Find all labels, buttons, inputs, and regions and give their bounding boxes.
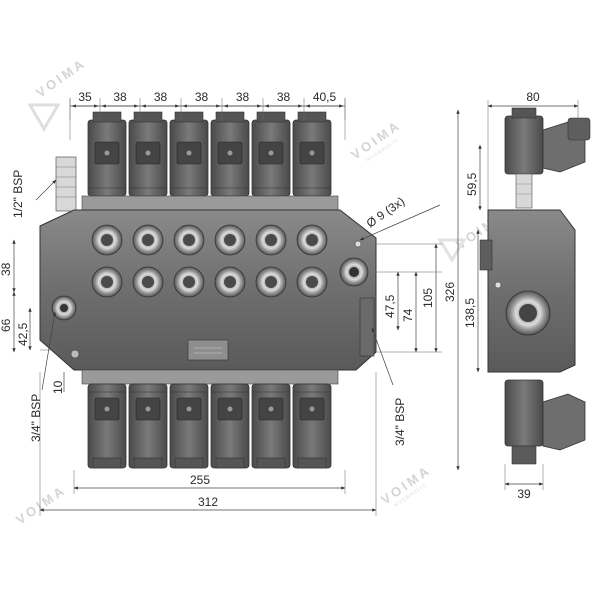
top-solenoid-coils	[87, 111, 332, 197]
side-view	[479, 107, 591, 465]
top-dim-4: 38	[195, 90, 209, 104]
port-2-1	[91, 266, 123, 298]
top-coil-3	[169, 111, 209, 197]
port-2-2	[132, 266, 164, 298]
bottom-spool-caps	[81, 369, 339, 385]
dim-10: 10	[51, 380, 65, 394]
side-top-coil	[504, 115, 544, 175]
side-stem	[515, 173, 533, 209]
small-plug	[70, 349, 80, 359]
watermark-logo-icon	[27, 103, 61, 132]
top-coil-1	[87, 111, 127, 197]
dim-66: 66	[0, 318, 13, 332]
top-port-fitting	[55, 156, 77, 212]
bottom-coil-2	[128, 383, 168, 469]
port-2-5	[255, 266, 287, 298]
port-2-3	[173, 266, 205, 298]
top-coil-5	[251, 111, 291, 197]
dim-47-5: 47,5	[383, 294, 397, 318]
bottom-coil-1	[87, 383, 127, 469]
bottom-solenoid-coils	[87, 383, 332, 469]
bottom-coil-3	[169, 383, 209, 469]
port-2-4	[214, 266, 246, 298]
top-dimension-labels: 35 38 38 38 38 38 40,5	[78, 90, 336, 104]
valve-body	[39, 209, 377, 371]
top-dim-1: 35	[78, 90, 92, 104]
port-1-5	[255, 224, 287, 256]
side-dim-39: 39	[517, 487, 531, 501]
side-bottom-connector	[542, 393, 586, 451]
dim-255: 255	[190, 473, 210, 487]
top-coil-4	[210, 111, 250, 197]
top-coil-2	[128, 111, 168, 197]
port-right-label: 3/4" BSP	[393, 398, 407, 446]
bottom-coil-5	[251, 383, 291, 469]
mounting-hole-right	[339, 257, 369, 287]
port-grid	[91, 224, 328, 298]
port-1-3	[173, 224, 205, 256]
dim-105: 105	[421, 288, 435, 308]
top-dim-7: 40,5	[313, 90, 337, 104]
small-plug	[354, 240, 362, 248]
top-dim-2: 38	[113, 90, 127, 104]
side-dim-59-5: 59,5	[465, 172, 479, 196]
top-dim-5: 38	[236, 90, 250, 104]
top-coil-6	[292, 111, 332, 197]
bottom-coil-6	[292, 383, 332, 469]
right-bracket	[359, 297, 375, 357]
dim-42-5: 42,5	[16, 322, 30, 346]
top-dim-6: 38	[277, 90, 291, 104]
port-1-2	[132, 224, 164, 256]
port-2-6	[296, 266, 328, 298]
port-1-4	[214, 224, 246, 256]
side-bottom-coil	[504, 379, 544, 447]
dimension-lines	[12, 98, 579, 516]
mounting-hole-left	[51, 295, 77, 321]
dim-38-left: 38	[0, 262, 13, 276]
port-left-label: 3/4" BSP	[29, 394, 43, 442]
side-dim-326: 326	[443, 282, 457, 302]
port-top-label: 1/2" BSP	[11, 170, 25, 218]
top-dim-3: 38	[154, 90, 168, 104]
port-1-1	[91, 224, 123, 256]
front-view	[39, 111, 377, 469]
nameplate	[187, 339, 229, 361]
side-dim-138-5: 138,5	[463, 298, 477, 328]
hole-label: Ø 9 (3x)	[364, 194, 408, 230]
dim-74: 74	[401, 308, 415, 322]
watermark-brand: VOIMA	[13, 482, 69, 527]
side-dim-80: 80	[526, 90, 540, 104]
dim-312: 312	[198, 495, 218, 509]
bottom-coil-4	[210, 383, 250, 469]
port-1-6	[296, 224, 328, 256]
side-port	[505, 290, 551, 336]
